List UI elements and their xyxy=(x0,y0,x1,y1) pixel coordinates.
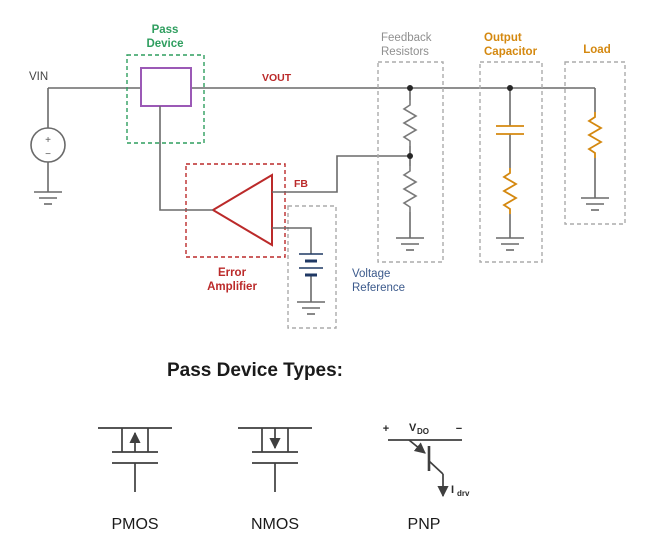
reference-wires xyxy=(272,227,312,302)
pmos-symbol: PMOS xyxy=(98,427,172,533)
error-amplifier-label-line1: Error xyxy=(218,267,247,279)
section-heading: Pass Device Types: xyxy=(167,360,343,381)
fb-label: FB xyxy=(294,178,308,190)
source-plus-sign: + xyxy=(45,135,51,146)
ground-icon xyxy=(33,191,63,205)
voltage-source-icon xyxy=(30,127,66,163)
idrv-subscript: drv xyxy=(457,489,470,498)
feedback-net: FB xyxy=(272,155,410,193)
voltage-source: VIN + − xyxy=(29,71,66,205)
feedback-resistors-label-line2: Resistors xyxy=(381,46,429,58)
pass-device-dashed-box xyxy=(126,54,205,144)
pnp-plus-sign: + xyxy=(383,423,389,435)
feedback-resistors-dashed-box xyxy=(377,61,444,263)
ground-icon xyxy=(395,237,425,251)
output-capacitor-label-line1: Output xyxy=(484,32,522,44)
error-amp-output-wire xyxy=(159,106,213,211)
pass-device-label-line1: Pass xyxy=(152,24,179,36)
vout-label: VOUT xyxy=(262,72,292,84)
pnp-vdo-label: V xyxy=(409,422,417,434)
junction-dot xyxy=(507,85,513,91)
voltage-reference-label-line1: Voltage xyxy=(352,268,390,280)
feedback-resistors: Feedback Resistors xyxy=(377,32,444,263)
ground-icon xyxy=(580,197,610,211)
load-resistor xyxy=(588,111,602,159)
pmos-label: PMOS xyxy=(111,516,158,533)
pass-device-block xyxy=(140,67,192,107)
error-amplifier: Error Amplifier xyxy=(159,106,286,293)
source-minus-sign: − xyxy=(45,149,51,160)
output-capacitor-dashed-box xyxy=(479,61,543,263)
resistor-r1 xyxy=(403,99,417,147)
capacitor-icon xyxy=(496,125,524,135)
junction-dot xyxy=(407,85,413,91)
nmos-symbol: NMOS xyxy=(238,427,312,533)
nmos-label: NMOS xyxy=(251,516,299,533)
junction-dot xyxy=(407,153,413,159)
pnp-minus-sign: − xyxy=(456,423,462,435)
fb-wire xyxy=(272,155,410,193)
pass-device: Pass Device xyxy=(126,24,205,144)
idrv-label: I xyxy=(451,484,454,496)
pnp-vdo-subscript: DO xyxy=(417,427,429,436)
esr-resistor xyxy=(503,167,517,215)
output-capacitor-label-line2: Capacitor xyxy=(484,46,538,58)
ground-icon xyxy=(495,237,525,251)
resistor-r2 xyxy=(403,165,417,213)
ground-icon xyxy=(296,301,326,315)
battery-icon xyxy=(299,253,323,277)
pnp-collector-diagonal xyxy=(428,460,444,475)
voltage-reference-dashed-box xyxy=(287,205,337,329)
voltage-reference: Voltage Reference xyxy=(272,205,405,329)
pnp-emitter-arrow-icon xyxy=(408,439,426,454)
error-amplifier-label-line2: Amplifier xyxy=(207,281,257,293)
load-label: Load xyxy=(583,44,610,56)
output-capacitor: Output Capacitor xyxy=(479,32,543,263)
voltage-reference-label-line2: Reference xyxy=(352,282,405,294)
pass-device-label-line2: Device xyxy=(146,38,183,50)
error-amplifier-triangle xyxy=(211,173,273,247)
load-dashed-box xyxy=(564,61,626,225)
pnp-symbol: + V DO − I drv PNP xyxy=(383,422,470,533)
pnp-label: PNP xyxy=(408,516,441,533)
vin-label: VIN xyxy=(29,71,48,83)
load: Load xyxy=(564,44,626,225)
feedback-resistors-label-line1: Feedback xyxy=(381,32,432,44)
